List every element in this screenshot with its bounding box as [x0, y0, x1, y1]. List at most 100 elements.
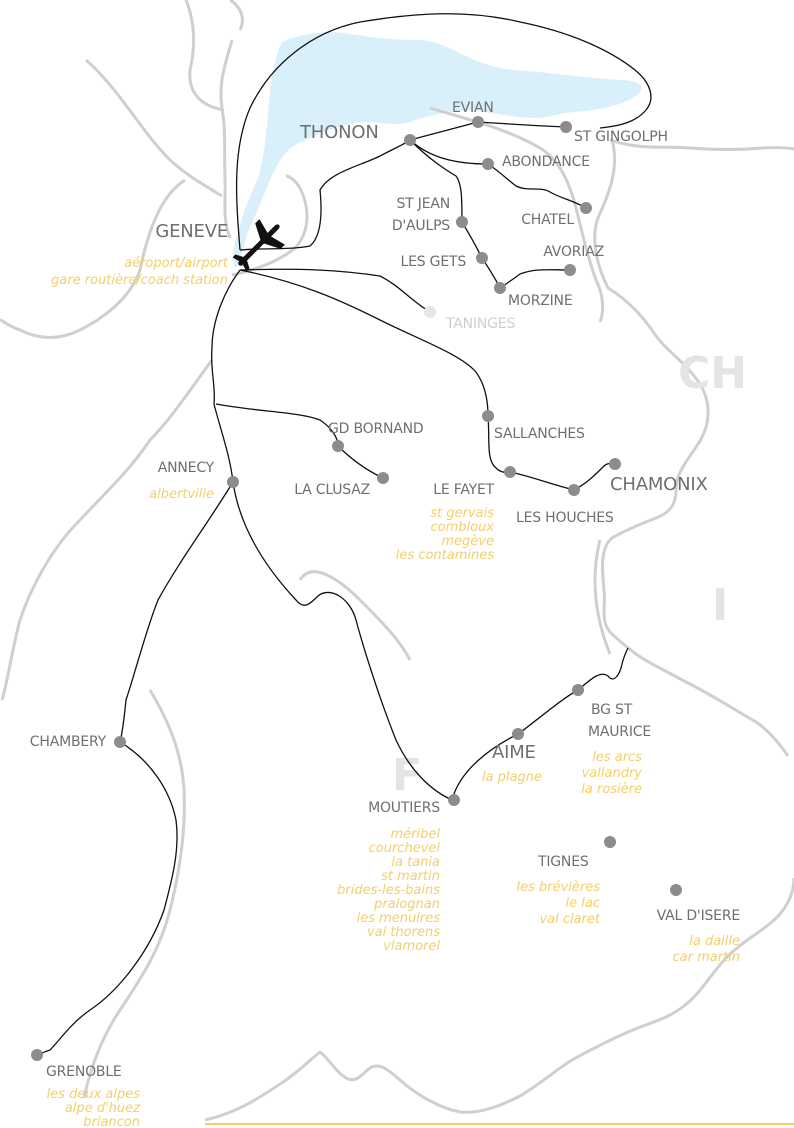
sub-moutiers-5: pralognan: [373, 897, 440, 912]
route-annecy-gd-bornand: [215, 403, 339, 447]
border-nw-corner: [85, 58, 223, 198]
sub-moutiers-1: courchevel: [369, 841, 441, 856]
station-tignes: [604, 836, 616, 848]
sub-geneve-0: aéroport/airport: [124, 256, 229, 271]
border-french-swiss: [593, 139, 790, 757]
sub-val-disere-0: la daille: [689, 934, 740, 949]
route-geneve-loop: [235, 13, 652, 251]
country-f: F: [392, 750, 422, 801]
label-chatel: CHATEL: [521, 212, 574, 228]
country-ch: CH: [678, 348, 747, 399]
station-chamonix: [609, 458, 621, 470]
routes: [36, 13, 652, 1056]
country-i: I: [712, 580, 728, 631]
station-taninges: [424, 306, 436, 318]
station-le-fayet: [504, 466, 516, 478]
station-bg-st-maurice: [572, 684, 584, 696]
route-geneve-thonon: [239, 139, 411, 251]
station-moutiers: [448, 794, 460, 806]
sub-tignes-2: val claret: [539, 912, 600, 927]
label-val-disere: VAL D'ISERE: [657, 908, 740, 924]
station-chatel: [580, 202, 592, 214]
label-les-houches: LES HOUCHES: [516, 510, 614, 526]
sub-le-fayet-1: combloux: [430, 520, 494, 535]
border-geneva-north: [219, 39, 234, 239]
route-geneve-taninges: [239, 268, 431, 313]
route-chambery-grenoble: [36, 741, 178, 1056]
stations: [31, 116, 682, 1061]
label-st-jean-1: D'AULPS: [392, 218, 450, 234]
label-evian: EVIAN: [452, 100, 494, 116]
sub-le-fayet-2: megève: [441, 534, 494, 549]
border-isere: [82, 689, 186, 1099]
label-moutiers: MOUTIERS: [368, 800, 440, 816]
route-annecy-chambery: [119, 481, 234, 743]
sub-le-fayet-0: st gervais: [430, 506, 494, 521]
border-rhone-valley: [429, 106, 605, 323]
station-les-gets: [476, 252, 488, 264]
border-savoie-east: [593, 539, 612, 655]
label-taninges: TANINGES: [445, 316, 515, 332]
border-savoie-south: [204, 877, 794, 1122]
sub-moutiers-2: la tania: [391, 855, 440, 870]
sub-moutiers-6: les menuires: [357, 911, 441, 926]
sub-grenoble-0: les deux alpes: [47, 1087, 141, 1102]
label-thonon: THONON: [299, 122, 379, 143]
station-abondance: [482, 158, 494, 170]
route-geneve-annecy: [210, 269, 241, 483]
station-gd-bornand: [332, 440, 344, 452]
sub-le-fayet-3: les contamines: [396, 548, 494, 563]
border-savoie-west: [298, 570, 412, 661]
label-geneve: GENEVE: [155, 221, 228, 242]
route-geneve-chamonix: [239, 269, 616, 491]
station-les-houches: [568, 484, 580, 496]
sub-moutiers-3: st martin: [381, 869, 440, 884]
label-avoriaz: AVORIAZ: [543, 244, 604, 260]
station-thonon: [404, 134, 416, 146]
border-east-edge: [609, 138, 794, 151]
route-gd-bornand-clusaz: [337, 445, 384, 479]
sub-moutiers-4: brides-les-bains: [337, 883, 440, 898]
sub-moutiers-7: val thorens: [367, 925, 440, 940]
label-morzine: MORZINE: [508, 293, 572, 309]
sub-bg-st-maurice-0: les arcs: [592, 750, 642, 765]
label-bg-st-maurice-1: MAURICE: [588, 724, 651, 740]
sub-bg-st-maurice-2: la rosière: [581, 782, 642, 797]
sub-annecy-0: albertville: [149, 487, 214, 502]
station-val-disere: [670, 884, 682, 896]
station-annecy: [227, 476, 239, 488]
station-avoriaz: [564, 264, 576, 276]
lake-geneva: [233, 32, 642, 268]
sub-tignes-0: les brévières: [516, 880, 600, 895]
border-west-upper: [0, 178, 186, 339]
label-st-jean-0: ST JEAN: [396, 196, 450, 212]
label-grenoble: GRENOBLE: [46, 1064, 122, 1080]
sub-tignes-1: le lac: [566, 896, 600, 911]
border-west-ain: [184, 0, 225, 112]
label-annecy: ANNECY: [158, 460, 215, 476]
sub-bg-st-maurice-1: vallandry: [582, 766, 643, 781]
sub-moutiers-8: vlamorel: [383, 939, 440, 954]
station-sallanches: [482, 410, 494, 422]
sub-geneve-1: gare routière/coach station: [51, 273, 228, 288]
label-tignes: TIGNES: [537, 854, 589, 870]
station-chambery: [114, 736, 126, 748]
sub-grenoble-2: briancon: [83, 1115, 140, 1128]
station-aime: [512, 728, 524, 740]
route-thonon-abondance: [409, 139, 587, 209]
station-st-jean: [456, 216, 468, 228]
label-abondance: ABONDANCE: [502, 154, 590, 170]
sub-val-disere-1: car martin: [672, 950, 740, 965]
label-gd-bornand: GD BORNAND: [328, 421, 424, 437]
station-morzine: [494, 282, 506, 294]
border-west-mid: [0, 359, 214, 701]
route-annecy-moutiers: [232, 481, 453, 801]
border-north-top: [229, 0, 244, 31]
label-le-fayet: LE FAYET: [433, 482, 494, 498]
sub-moutiers-0: méribel: [391, 827, 441, 842]
station-st-gingolph: [560, 121, 572, 133]
label-chambery: CHAMBERY: [30, 734, 107, 750]
label-la-clusaz: LA CLUSAZ: [294, 482, 370, 498]
